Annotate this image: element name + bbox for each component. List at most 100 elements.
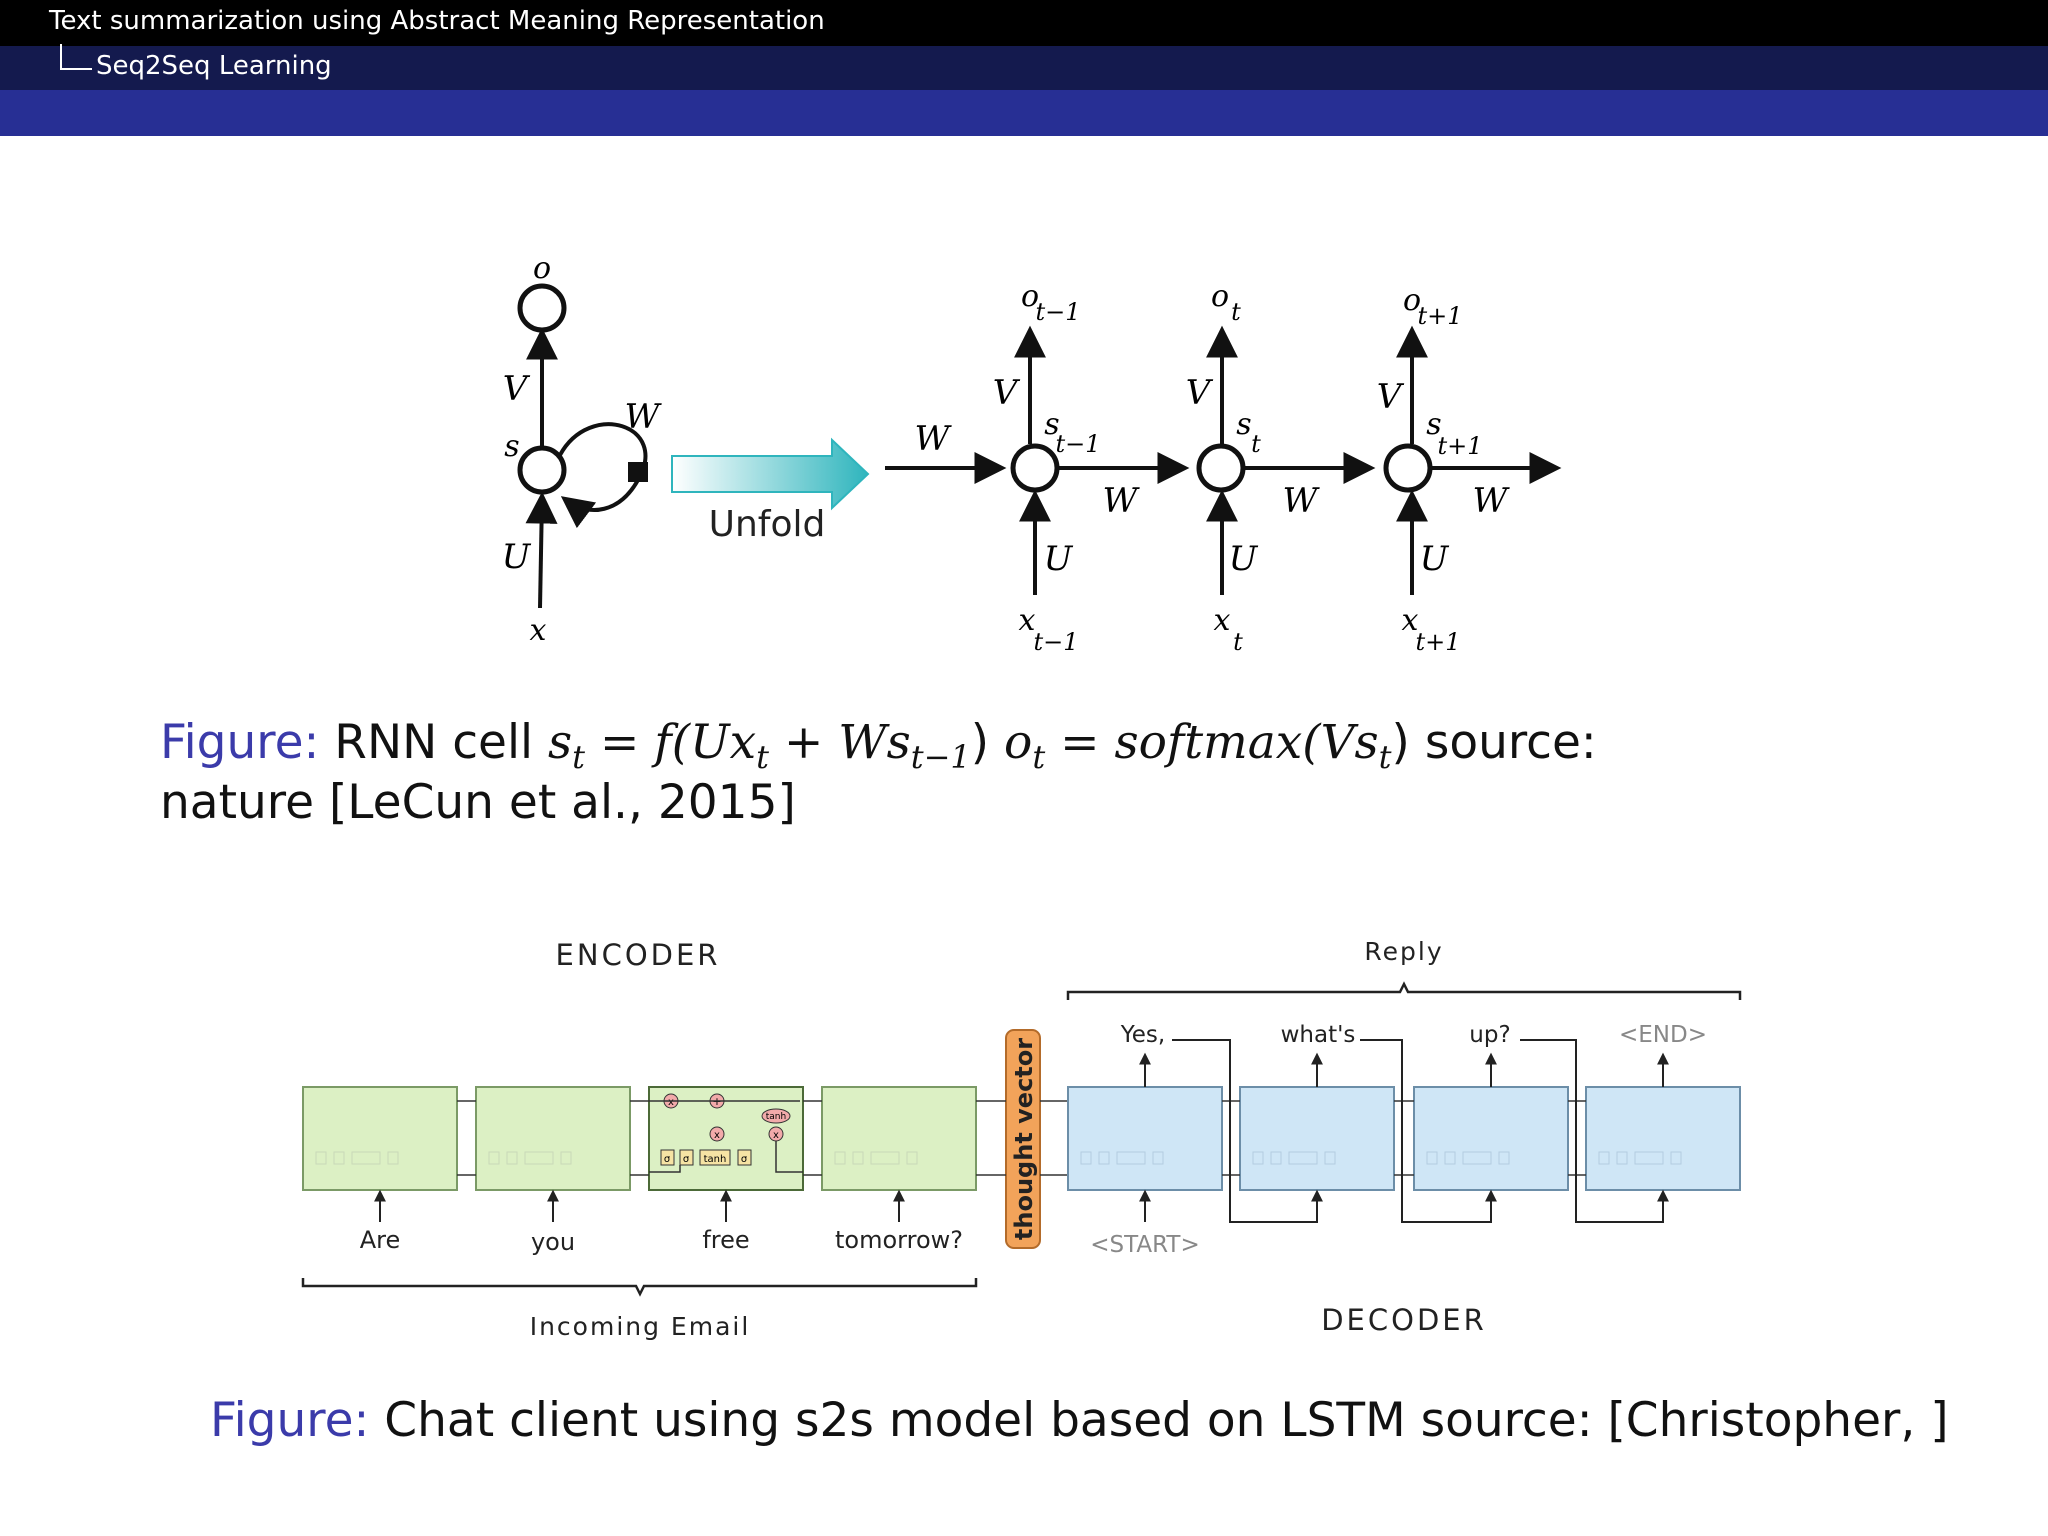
encoder-cell-1 xyxy=(302,1086,458,1191)
gate-sigma-1: σ xyxy=(664,1154,671,1165)
eq2-rhs-sub: t xyxy=(1378,738,1392,776)
decoder-label: DECODER xyxy=(1321,1303,1487,1337)
seq2seq-figure: ENCODER Reply σ σ tanh σ x + x x tanh th… xyxy=(301,937,1742,1341)
step2-x-sub: t xyxy=(1233,628,1243,656)
encoder-cell-2 xyxy=(475,1086,631,1191)
figure1-label: Figure: xyxy=(160,715,320,770)
step1-s-label: s xyxy=(1044,407,1059,442)
step2-s-sub: t xyxy=(1251,430,1261,458)
figure2-caption: Figure: Chat client using s2s model base… xyxy=(210,1390,1949,1452)
eq2-rhs: = softmax(Vs xyxy=(1060,715,1379,770)
input-word-3: free xyxy=(702,1226,749,1254)
rnn-unfold-figure: o s x V U W Unfold W W W W V U o t−1 s t… xyxy=(502,251,1562,656)
eq2-lhs-sub: t xyxy=(1032,738,1046,776)
eq1-close: ) xyxy=(970,715,990,770)
step3-s-sub: t+1 xyxy=(1437,432,1482,460)
folded-s-label: s xyxy=(504,429,519,464)
step1-o-label: o xyxy=(1021,279,1039,314)
step1-x-label: x xyxy=(1019,603,1036,638)
unfold-W-label-out: W xyxy=(1473,481,1511,521)
folded-output-node xyxy=(517,283,567,333)
reply-brace xyxy=(1066,981,1742,1000)
output-word-1: Yes, xyxy=(1120,1022,1165,1048)
start-token: <START> xyxy=(1090,1232,1200,1258)
unfold-W-label-2: W xyxy=(1283,481,1321,521)
incoming-email-label: Incoming Email xyxy=(530,1312,751,1341)
step3-x-label: x xyxy=(1402,603,1419,638)
encoder-cell-4 xyxy=(821,1086,977,1191)
eq2-close: ) xyxy=(1391,715,1410,770)
output-word-3: up? xyxy=(1469,1022,1510,1048)
header-subtitle-bar xyxy=(0,46,2048,90)
unfold-W-label-in: W xyxy=(915,419,953,459)
unfold-step-t-plus-1: V U o t+1 s t+1 x t+1 xyxy=(1377,283,1483,656)
op-mult-1: x xyxy=(668,1097,674,1108)
step3-o-sub: t+1 xyxy=(1417,302,1462,330)
step2-o-label: o xyxy=(1211,279,1229,314)
gate-tanh: tanh xyxy=(704,1154,727,1165)
unfold-label: Unfold xyxy=(709,504,826,545)
figure1-caption-line2: nature [LeCun et al., 2015] xyxy=(160,775,796,830)
op-mult-2: x xyxy=(714,1130,720,1141)
presentation-title: Text summarization using Abstract Meanin… xyxy=(49,6,825,36)
step1-V-label: V xyxy=(993,373,1021,413)
header-title-bar xyxy=(0,0,2048,46)
section-branch-icon xyxy=(60,44,92,70)
delay-square xyxy=(628,462,648,482)
step2-o-sub: t xyxy=(1231,298,1241,326)
op-tanh: tanh xyxy=(766,1112,786,1122)
eq1-lhs-sub: t xyxy=(572,738,586,776)
unfold-arrow xyxy=(671,437,870,511)
figure2-label: Figure: xyxy=(210,1393,370,1448)
step3-U-label: U xyxy=(1420,539,1450,579)
figure1-text-a: RNN cell xyxy=(334,715,534,770)
figure1-text-b: source: xyxy=(1424,715,1597,770)
step2-V-label: V xyxy=(1186,373,1214,413)
step1-U-label: U xyxy=(1044,539,1074,579)
eq1-rhs-b: + Ws xyxy=(783,715,911,770)
figure1-caption-line1: Figure: RNN cell st = f(Uxt + Wst−1) ot … xyxy=(160,712,1597,788)
eq2-lhs: o xyxy=(1004,715,1033,770)
encoder-label: ENCODER xyxy=(556,938,721,972)
unfold-step-t: V U o t s t x t xyxy=(1186,279,1261,656)
unfold-step-t-minus-1: V U o t−1 s t−1 x t−1 xyxy=(993,279,1101,656)
folded-o-label: o xyxy=(533,251,551,286)
gate-sigma-3: σ xyxy=(741,1154,748,1165)
eq1-rhs-a-sub: t xyxy=(756,738,770,776)
step2-U-label: U xyxy=(1229,539,1259,579)
input-word-4: tomorrow? xyxy=(835,1226,963,1254)
folded-state-node xyxy=(517,445,567,495)
thought-vector-box xyxy=(1005,1029,1041,1249)
reply-label: Reply xyxy=(1364,937,1443,966)
decoder-cell-3 xyxy=(1413,1086,1569,1191)
step1-s-sub: t−1 xyxy=(1055,430,1100,458)
step1-o-sub: t−1 xyxy=(1035,298,1080,326)
input-word-1: Are xyxy=(360,1226,401,1254)
unfold-W-label-1: W xyxy=(1103,481,1141,521)
eq1-rhs-b-sub: t−1 xyxy=(910,738,971,776)
op-mult-3: x xyxy=(773,1130,779,1141)
folded-U-label: U xyxy=(502,537,532,577)
header-accent-bar xyxy=(0,90,2048,136)
decoder-cell-4 xyxy=(1585,1086,1741,1191)
eq1-lhs: s xyxy=(548,715,573,770)
folded-W-label: W xyxy=(625,397,663,437)
incoming-brace xyxy=(301,1278,978,1297)
decoder-cell-2 xyxy=(1239,1086,1395,1191)
figure2-text: Chat client using s2s model based on LST… xyxy=(384,1393,1949,1448)
encoder-cell-3-detailed: σ σ tanh σ x + x x tanh xyxy=(648,1086,804,1191)
thought-vector-label: thought vector xyxy=(1010,1038,1038,1240)
gate-sigma-2: σ xyxy=(683,1154,690,1165)
step2-s-label: s xyxy=(1236,407,1251,442)
step3-x-sub: t+1 xyxy=(1415,628,1460,656)
input-word-2: you xyxy=(531,1228,575,1256)
step3-V-label: V xyxy=(1377,377,1405,417)
step3-o-label: o xyxy=(1403,283,1421,318)
folded-x-label: x xyxy=(530,613,547,648)
folded-V-label: V xyxy=(503,369,531,409)
eq1-rhs-a: = f(Ux xyxy=(599,715,757,770)
decoder-cell-1 xyxy=(1067,1086,1223,1191)
output-word-4: <END> xyxy=(1619,1022,1707,1048)
section-title: Seq2Seq Learning xyxy=(96,51,332,81)
step1-x-sub: t−1 xyxy=(1033,628,1078,656)
